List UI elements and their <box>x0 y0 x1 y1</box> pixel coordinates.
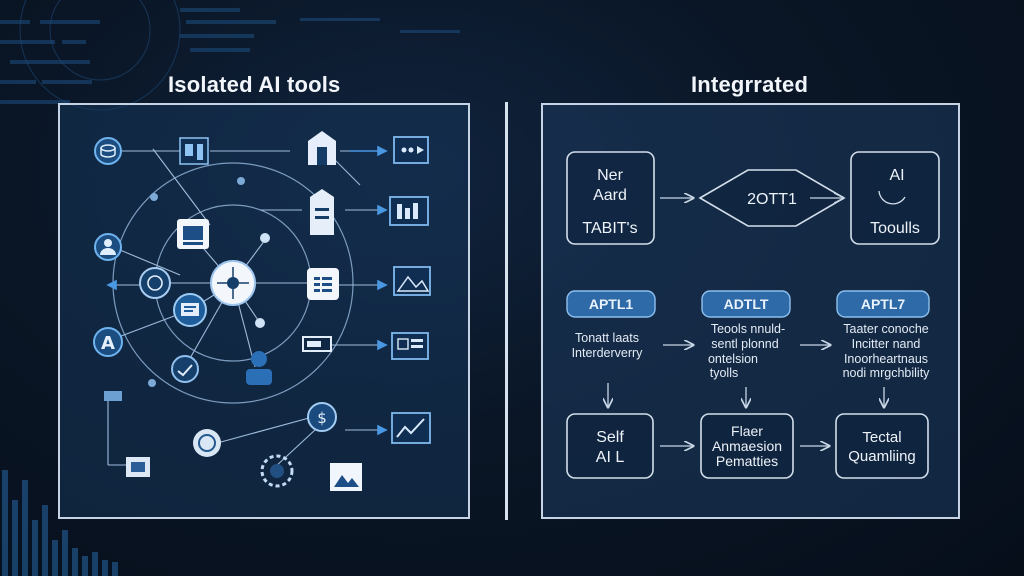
video-icon <box>393 136 429 164</box>
dollar-icon: $ <box>307 402 337 432</box>
left-panel-heading: Isolated AI tools <box>168 72 341 97</box>
node-quality-line-2: Quamliing <box>848 448 916 465</box>
phase-3: APTL7 Taater conoche Incitter nand Inoor… <box>836 290 931 380</box>
hub-icon <box>210 260 256 306</box>
report-icon-2 <box>391 332 429 360</box>
node-ai-line-1: AI <box>889 167 904 184</box>
phase-1-pill <box>566 290 656 318</box>
node-quality-line-1: Tectal <box>862 429 901 446</box>
arrow-head-3 <box>377 279 388 291</box>
flow-node-quality: Tectal Quamliing <box>835 413 929 479</box>
phase-3-desc-1: Taater conoche <box>843 322 929 336</box>
node-start-line-3: TABIT's <box>582 220 637 237</box>
chip-icon <box>177 219 209 249</box>
cycle-arrow-icon <box>878 190 906 205</box>
phase-3-pill-label: APTL7 <box>861 296 906 312</box>
node-decision-label: 2OTT1 <box>747 191 797 208</box>
isolated-tools-diagram: A $ <box>93 131 431 491</box>
arrow-head-4 <box>377 339 388 351</box>
sparkle-icon <box>148 177 270 387</box>
flow-node-start: Ner Aard TABIT's <box>566 151 655 245</box>
isolated-tools-panel: A $ <box>58 103 470 519</box>
list-icon <box>307 268 339 300</box>
node-start-line-1: Ner <box>597 167 623 184</box>
report-icon <box>389 196 429 226</box>
phase-2-desc-3: ontelsion <box>708 352 758 366</box>
flow-node-automation: Flaer Anmaesion Pematties <box>700 413 794 479</box>
phase-1-desc-2: Interderverry <box>572 346 644 360</box>
cloud-icon <box>104 391 122 401</box>
arrow-head-2 <box>377 204 388 216</box>
phase-3-desc-2: Incitter nand <box>852 337 921 351</box>
node-ai-line-2: Tooulls <box>870 220 920 237</box>
svg-text:A: A <box>101 333 115 354</box>
gear-icon <box>260 454 294 488</box>
node-self-line-1: Self <box>596 429 624 446</box>
user-icon <box>94 233 122 261</box>
integrated-flow-diagram: Ner Aard TABIT's 2OTT1 AI Tooulls APTL1 … <box>566 151 940 479</box>
trend-chart-icon <box>391 412 431 444</box>
arrow-head-6 <box>106 279 117 291</box>
document-icon <box>179 137 209 165</box>
server-icon <box>310 189 334 235</box>
node-auto-line-2: Anmaesion <box>712 438 782 454</box>
phase-2-desc-1: Teools nnuld- <box>711 322 785 336</box>
phase-1: APTL1 Tonatt laats Interderverry <box>566 290 656 360</box>
image-frame-icon <box>393 266 431 296</box>
network-icon <box>139 267 171 299</box>
person-icon <box>246 351 272 385</box>
arrow-head-5 <box>377 424 388 436</box>
media-icon <box>173 293 207 327</box>
phase-2-desc-4: tyolls <box>710 366 738 380</box>
letter-a-icon: A <box>93 327 123 357</box>
battery-icon <box>302 336 332 352</box>
brain-icon <box>193 429 221 457</box>
phase-1-desc-1: Tonatt laats <box>575 331 639 345</box>
phase-2-pill-label: ADTLT <box>724 296 769 312</box>
arrow-head-1 <box>377 145 388 157</box>
phase-1-pill-label: APTL1 <box>589 296 634 312</box>
right-panel-heading: Integrrated <box>691 72 809 97</box>
node-auto-line-3: Pematties <box>716 453 778 469</box>
assistant-icon <box>171 355 199 383</box>
phase-2-pill <box>701 290 791 318</box>
circuit-icon <box>126 457 150 477</box>
database-icon <box>94 137 122 165</box>
phase-3-desc-3: Inoorheartnaus <box>844 352 928 366</box>
node-start-line-2: Aard <box>593 187 627 204</box>
flow-node-decision: 2OTT1 <box>698 169 846 227</box>
node-self-line-2: AI L <box>596 449 625 466</box>
mountain-image-icon <box>330 463 362 491</box>
panel-divider <box>505 102 508 520</box>
shield-icon <box>308 131 336 165</box>
integrated-panel: Ner Aard TABIT's 2OTT1 AI Tooulls APTL1 … <box>541 103 960 519</box>
flow-node-self-ai: Self AI L <box>566 413 654 479</box>
flow-node-ai-tools: AI Tooulls <box>850 151 940 245</box>
phase-2: ADTLT Teools nnuld- sentl plonnd ontelsi… <box>701 290 791 380</box>
node-auto-line-1: Flaer <box>731 423 763 439</box>
phase-3-desc-4: nodi mrgchbility <box>843 366 931 380</box>
svg-text:$: $ <box>317 409 327 427</box>
phase-3-pill <box>836 290 930 318</box>
phase-2-desc-2: sentl plonnd <box>711 337 778 351</box>
